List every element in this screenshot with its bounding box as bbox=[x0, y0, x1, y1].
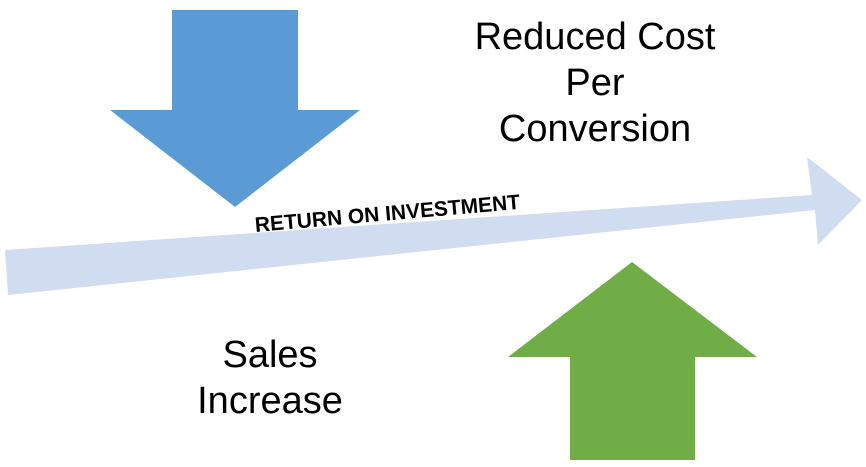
down-arrow bbox=[110, 10, 360, 207]
up-arrow bbox=[508, 262, 757, 460]
reduced-cost-label: Reduced Cost Per Conversion bbox=[474, 16, 716, 150]
sales-increase-label: Sales Increase bbox=[197, 334, 343, 422]
roi-arrow bbox=[5, 157, 862, 295]
